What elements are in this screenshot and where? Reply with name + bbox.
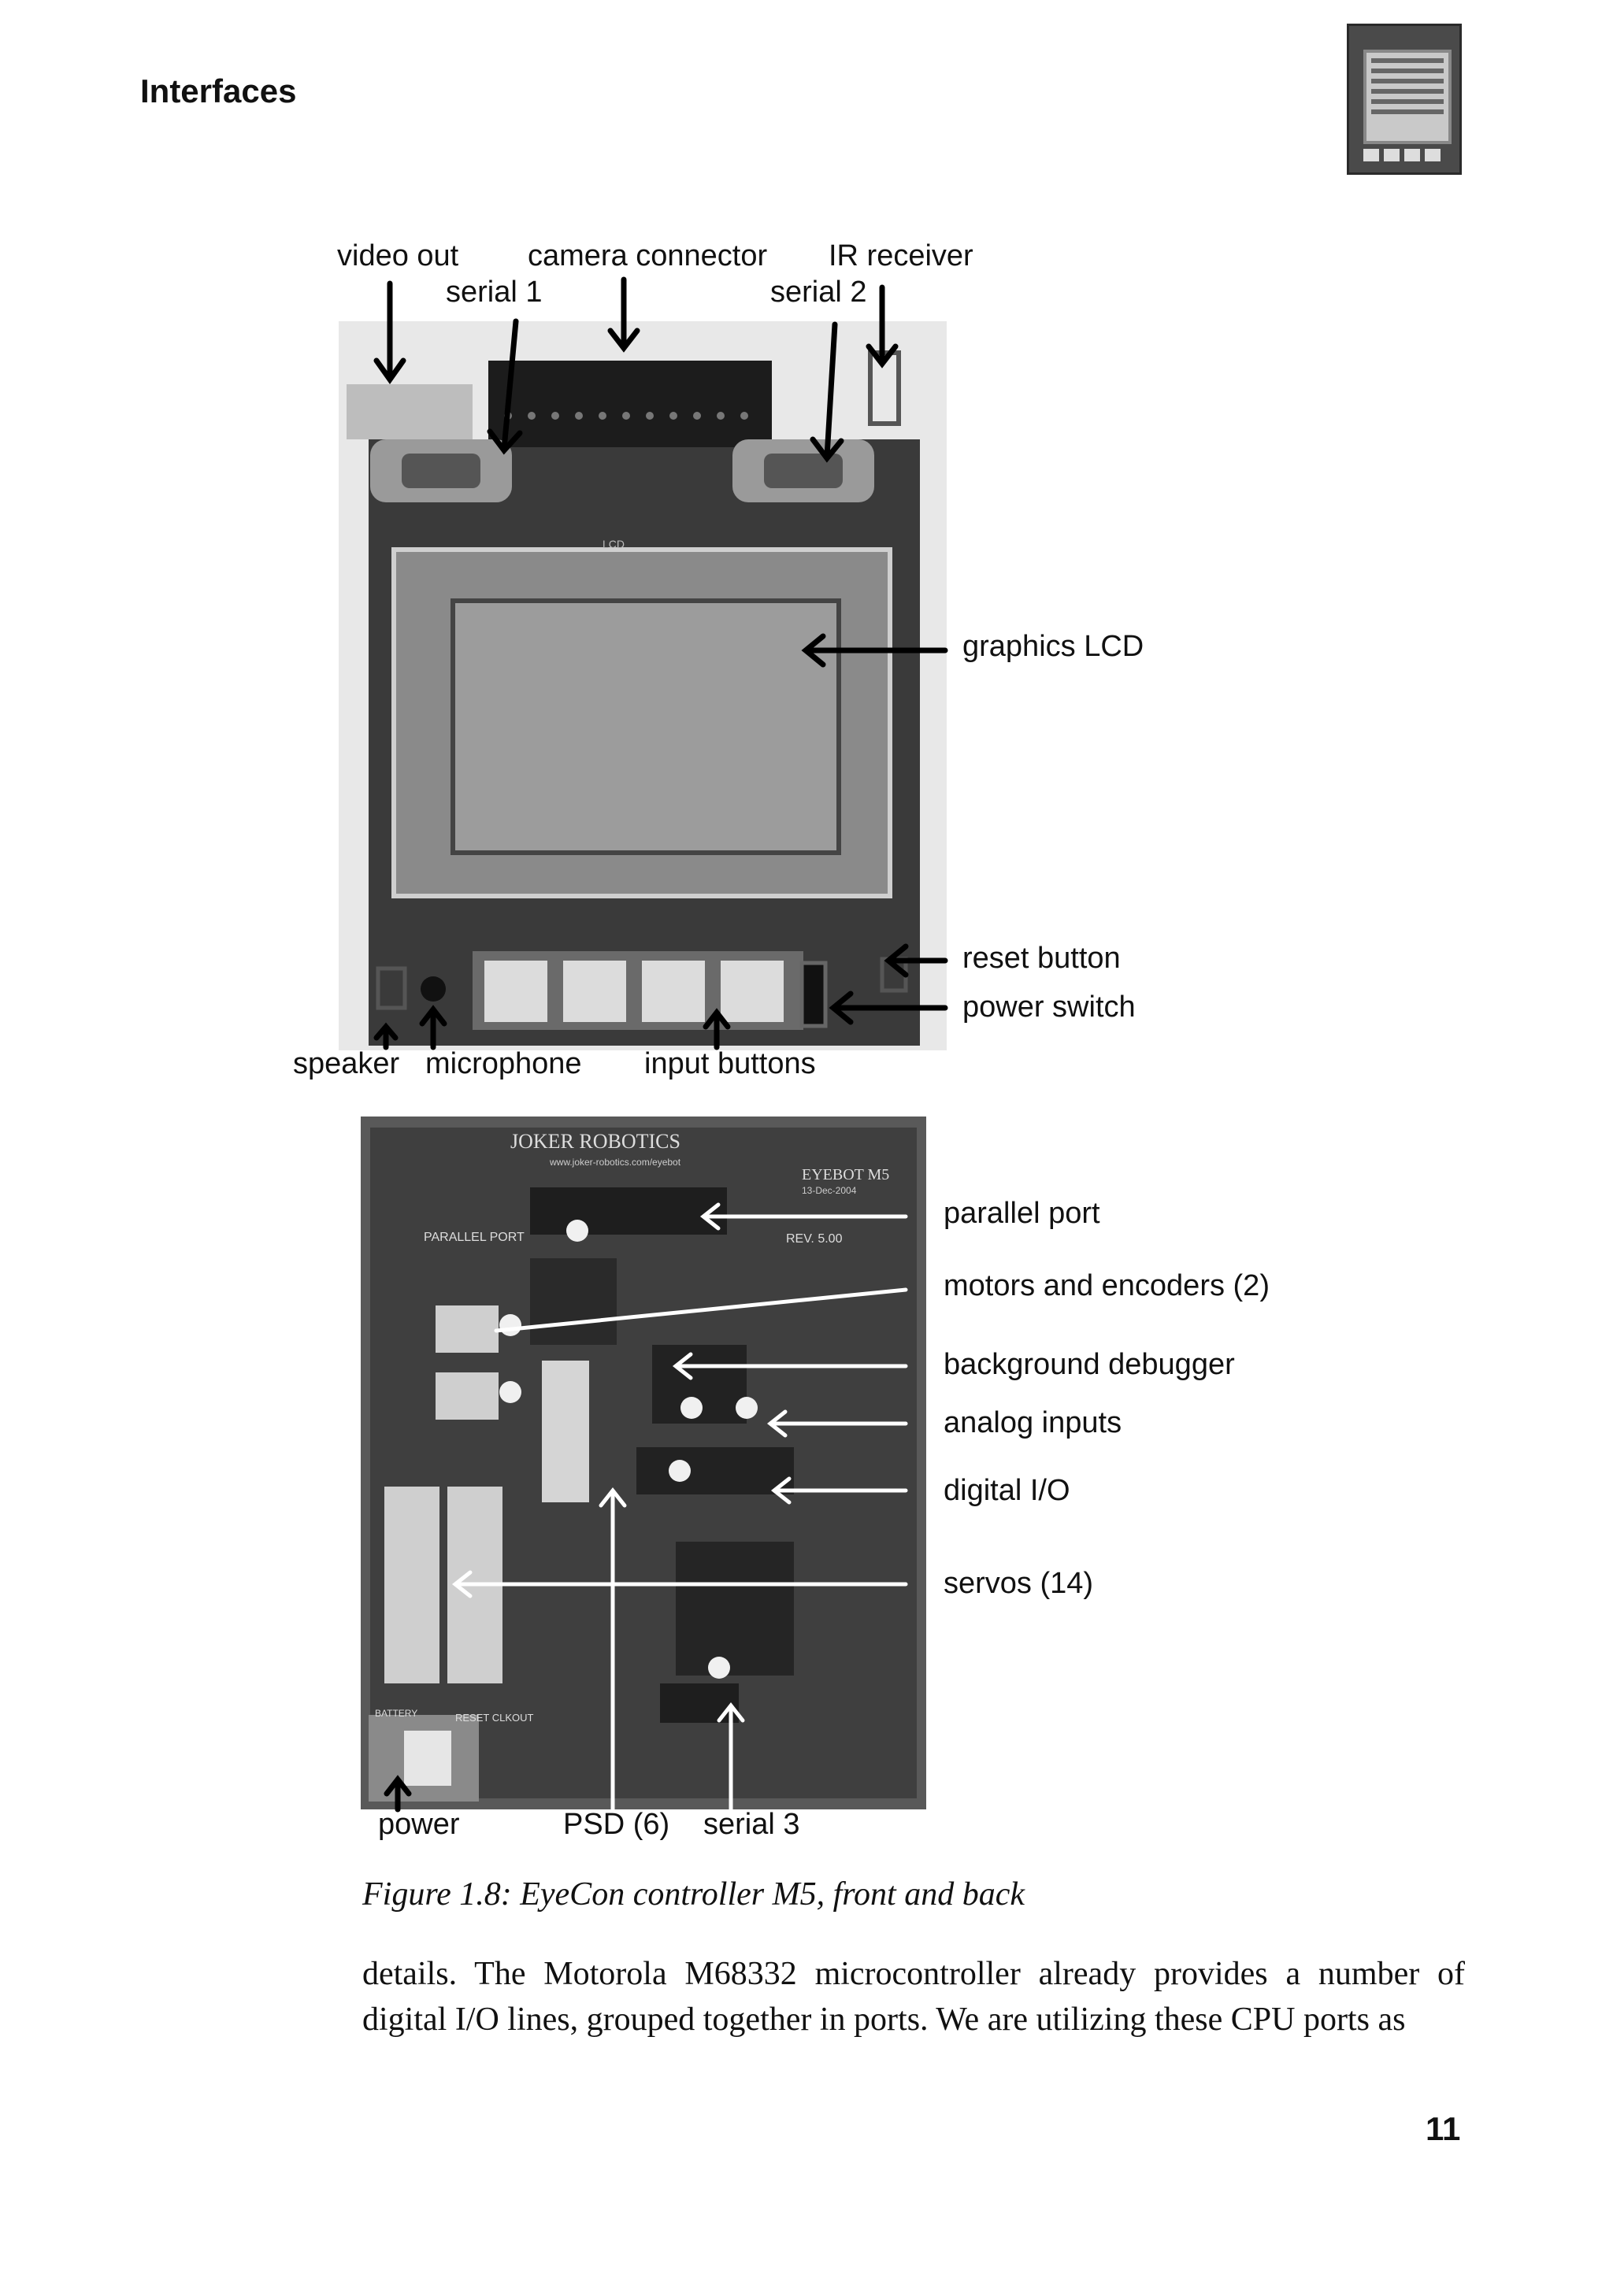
label-graphics-lcd: graphics LCD [962,630,1144,663]
battery-silkscreen: BATTERY [375,1708,417,1719]
label-reset-button: reset button [962,942,1121,975]
label-motors-encoders: motors and encoders (2) [944,1269,1270,1302]
body-line-2: digital I/O lines, grouped together in p… [362,2002,1406,2038]
label-parallel-port: parallel port [944,1197,1100,1230]
board-url-silkscreen: www.joker-robotics.com/eyebot [549,1157,681,1168]
board-front-photo: LCD [339,321,947,1050]
body-line-1: details. The Motorola M68332 microcontro… [362,1956,1465,1992]
thumbnail-lcd [1363,50,1452,144]
figure-caption: Figure 1.8: EyeCon controller M5, front … [362,1876,1025,1913]
label-input-buttons: input buttons [644,1047,816,1080]
serial-2-arrow [824,321,838,460]
chapter-thumbnail-image [1347,24,1462,175]
body-paragraph: details. The Motorola M68332 microcontro… [362,1951,1465,2042]
serial-1-arrow [501,318,519,452]
label-speaker: speaker [293,1047,400,1080]
label-serial-1: serial 1 [446,276,543,309]
label-background-debugger: background debugger [944,1348,1235,1381]
label-power: power [378,1808,460,1841]
label-microphone: microphone [425,1047,582,1080]
page-number: 11 [1426,2110,1461,2147]
label-serial-2: serial 2 [770,276,867,309]
thumbnail-buttons [1363,149,1441,161]
label-servos: servos (14) [944,1567,1094,1600]
label-digital-io: digital I/O [944,1474,1070,1507]
board-model-silkscreen: EYEBOT M5 [802,1166,889,1183]
parallel-port-silkscreen: PARALLEL PORT [424,1231,525,1244]
running-header: Interfaces [140,72,297,109]
label-power-switch: power switch [962,991,1136,1024]
board-brand-silkscreen: JOKER ROBOTICS [510,1130,680,1153]
reset-silkscreen: RESET CLKOUT [455,1712,534,1724]
lcd-silkscreen: LCD [603,538,625,550]
motors-encoders-arrow [494,1287,908,1333]
label-serial-3: serial 3 [703,1808,800,1841]
label-ir-receiver: IR receiver [829,239,973,272]
board-revision-silkscreen: REV. 5.00 [786,1232,843,1246]
label-psd: PSD (6) [563,1808,670,1841]
board-back-photo: JOKER ROBOTICS www.joker-robotics.com/ey… [361,1117,926,1809]
label-analog-inputs: analog inputs [944,1406,1122,1439]
board-date-silkscreen: 13-Dec-2004 [802,1185,857,1196]
label-video-out: video out [337,239,459,272]
label-camera-connector: camera connector [528,239,768,272]
